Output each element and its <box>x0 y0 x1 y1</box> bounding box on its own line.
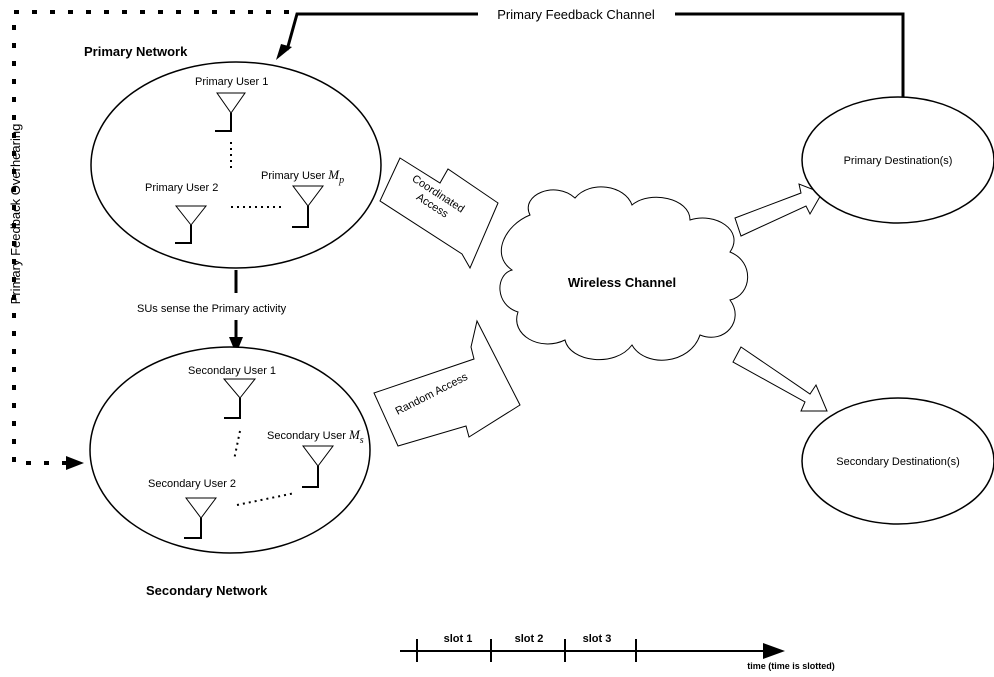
primary-user-2-antenna-icon <box>174 205 208 244</box>
random-access-arrow-shape <box>373 319 521 447</box>
primary-user-1-label: Primary User 1 <box>195 76 268 88</box>
primary-feedback-overhearing: Primary Feedback Overhearing <box>8 10 289 470</box>
secondary-network-title: Secondary Network <box>146 583 268 598</box>
primary-destination: Primary Destination(s) <box>801 96 994 224</box>
secondary-destination-label: Secondary Destination(s) <box>836 456 960 468</box>
secondary-network: Secondary User 1 Secondary User Ms Secon… <box>89 346 371 598</box>
primary-network: Primary Network Primary User 1 Primary U… <box>84 44 382 269</box>
secondary-user-m-label: Secondary User Ms <box>267 427 364 446</box>
feedback-channel-line-left <box>285 12 478 51</box>
time-slot-timeline: slot 1 slot 2 slot 3 time (time is slott… <box>400 633 835 671</box>
primary-network-title: Primary Network <box>84 44 188 59</box>
secondary-destination: Secondary Destination(s) <box>801 397 994 525</box>
cloud-shape <box>499 186 749 361</box>
wireless-channel-cloud: Wireless Channel <box>499 186 749 361</box>
secondary-user-2-label: Secondary User 2 <box>148 478 236 490</box>
wireless-channel-label: Wireless Channel <box>568 275 676 290</box>
secondary-users-dots-vertical <box>233 430 241 461</box>
feedback-arrowhead <box>276 44 292 60</box>
primary-user-1-antenna-icon <box>215 92 246 132</box>
coordinated-access-arrow-shape <box>379 157 499 270</box>
secondary-network-ellipse <box>89 346 371 554</box>
sensing-link: SUs sense the Primary activity <box>137 270 287 354</box>
secondary-user-2-antenna-icon <box>184 497 217 539</box>
timeline-caption: time (time is slotted) <box>747 661 835 671</box>
primary-destination-label: Primary Destination(s) <box>844 155 953 167</box>
arrow-to-secondary-destination <box>732 346 828 412</box>
primary-user-m-label: Primary User Mp <box>261 167 344 186</box>
secondary-destination-ellipse <box>801 397 994 525</box>
sensing-label: SUs sense the Primary activity <box>137 303 287 315</box>
primary-feedback-channel: Primary Feedback Channel <box>276 7 905 97</box>
random-access-arrow: Random Access <box>373 319 521 447</box>
secondary-user-m-antenna-icon <box>302 445 334 488</box>
primary-destination-ellipse <box>801 96 994 224</box>
arrow-to-primary-destination <box>734 183 823 237</box>
slot-2-label: slot 2 <box>515 633 544 645</box>
primary-user-m-antenna-icon <box>292 185 324 228</box>
feedback-channel-label: Primary Feedback Channel <box>497 7 655 22</box>
feedback-channel-line <box>675 12 905 97</box>
coordinated-access-arrow: Coordinated Access <box>379 157 499 270</box>
overhearing-label: Primary Feedback Overhearing <box>8 124 23 305</box>
overhearing-arrowhead <box>66 456 84 470</box>
secondary-user-1-antenna-icon <box>222 378 257 419</box>
primary-user-2-label: Primary User 2 <box>145 182 218 194</box>
secondary-users-dots-horizontal <box>236 492 296 506</box>
secondary-user-1-label: Secondary User 1 <box>188 365 276 377</box>
slot-3-label: slot 3 <box>583 633 612 645</box>
sensing-arrowhead <box>229 337 243 354</box>
slot-1-label: slot 1 <box>444 633 473 645</box>
timeline-arrowhead <box>763 643 785 659</box>
